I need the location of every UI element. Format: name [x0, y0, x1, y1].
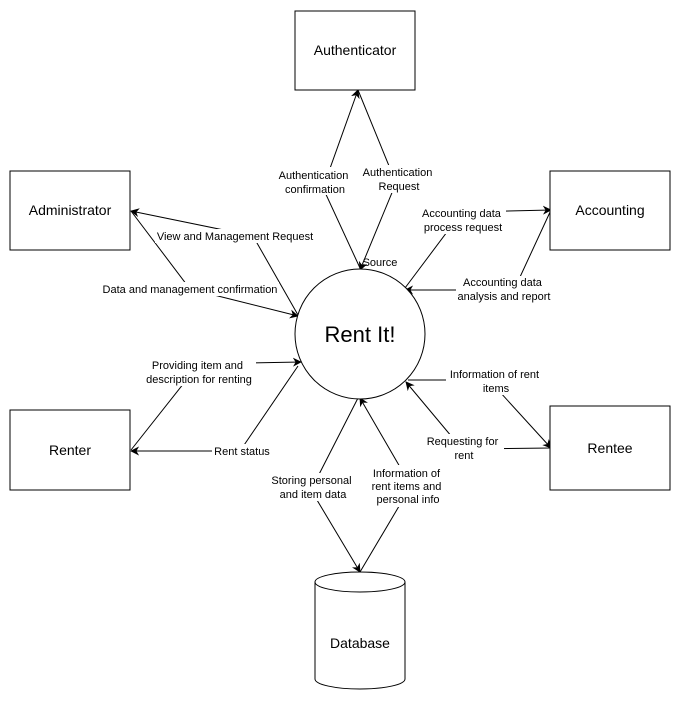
label-view-mgmt-request-text: View and Management Request	[157, 231, 313, 243]
node-authenticator[interactable]: Authenticator	[294, 10, 416, 91]
edge-view-mgmt-request	[130, 208, 299, 316]
label-info-rent-items-db-line2: rent items and	[372, 481, 442, 493]
svg-text:Requesting for rent: Requesting for rent	[427, 436, 502, 462]
label-accounting-analysis-report: Accounting data analysis and report	[456, 276, 554, 304]
label-rent-status: Rent status	[212, 444, 272, 458]
node-database-label: Database	[330, 635, 390, 651]
label-providing-item-line1: Providing item and	[152, 360, 243, 372]
label-requesting-for-rent: Requesting for rent	[424, 434, 504, 462]
label-providing-item-line2: description for renting	[146, 374, 252, 386]
node-authenticator-label: Authenticator	[314, 42, 397, 58]
node-renter-label: Renter	[49, 442, 91, 458]
label-view-mgmt-request: View and Management Request	[155, 229, 315, 243]
label-source: Source	[363, 257, 398, 269]
node-rentee[interactable]: Rentee	[549, 405, 671, 491]
node-administrator-label: Administrator	[29, 202, 112, 218]
svg-text:Authentication confirm: Authentication confirmation	[279, 170, 352, 196]
label-info-rent-items-rentee: Information of rent items	[446, 367, 546, 395]
node-administrator[interactable]: Administrator	[9, 170, 131, 251]
label-info-rent-items-db: Information of rent items and personal i…	[370, 465, 446, 507]
label-accounting-process-request: Accounting data process request	[420, 206, 506, 234]
label-info-rent-items-rentee-line2: items	[483, 383, 510, 395]
edge-labels: Authentication confirmation Authenticati…	[102, 165, 554, 507]
node-database[interactable]: Database	[314, 571, 406, 690]
label-info-rent-items-db-line3: personal info	[377, 494, 440, 506]
svg-text:Accounting data analys: Accounting data analysis and report	[458, 277, 551, 303]
label-source-text: Source	[363, 257, 398, 269]
label-requesting-for-rent-line1: Requesting for	[427, 436, 499, 448]
label-storing-data-line2: and item data	[280, 489, 348, 501]
label-rent-status-text: Rent status	[214, 446, 270, 458]
node-renter[interactable]: Renter	[9, 409, 131, 491]
svg-text:Providing item and des: Providing item and description for renti…	[146, 360, 252, 386]
label-accounting-analysis-report-line1: Accounting data	[463, 277, 543, 289]
label-storing-data: Storing personal and item data	[270, 473, 356, 501]
node-accounting-label: Accounting	[575, 202, 644, 218]
label-auth-request-line1: Authentication	[363, 167, 433, 179]
node-accounting[interactable]: Accounting	[549, 170, 671, 251]
svg-text:Information of rent it: Information of rent items	[450, 369, 542, 395]
label-accounting-process-request-line2: process request	[424, 222, 502, 234]
label-info-rent-items-db-line1: Information of	[373, 468, 441, 480]
label-data-mgmt-confirmation-text: Data and management confirmation	[103, 284, 278, 296]
label-data-mgmt-confirmation: Data and management confirmation	[102, 282, 279, 296]
process-rent-it-label: Rent It!	[325, 322, 396, 347]
label-requesting-for-rent-line2: rent	[455, 450, 474, 462]
svg-text:Authentication Request: Authentication Request	[363, 167, 436, 193]
label-auth-request-line2: Request	[379, 181, 420, 193]
label-auth-confirmation-line2: confirmation	[285, 184, 345, 196]
edge-data-mgmt-confirmation	[130, 210, 299, 319]
label-auth-confirmation-line1: Authentication	[279, 170, 349, 182]
label-auth-request: Authentication Request	[362, 165, 436, 193]
label-storing-data-line1: Storing personal	[271, 475, 351, 487]
label-providing-item: Providing item and description for renti…	[144, 358, 256, 386]
label-accounting-analysis-report-line2: analysis and report	[458, 291, 551, 303]
label-accounting-process-request-line1: Accounting data	[422, 208, 502, 220]
svg-text:Storing personal and i: Storing personal and item data	[271, 475, 354, 501]
node-rentee-label: Rentee	[587, 440, 632, 456]
process-rent-it[interactable]: Rent It!	[294, 268, 426, 400]
label-info-rent-items-rentee-line1: Information of rent	[450, 369, 539, 381]
svg-text:Information of rent it: Information of rent items and personal i…	[372, 468, 445, 506]
label-auth-confirmation: Authentication confirmation	[279, 167, 370, 196]
svg-text:Accounting data proces: Accounting data process request	[422, 208, 504, 234]
